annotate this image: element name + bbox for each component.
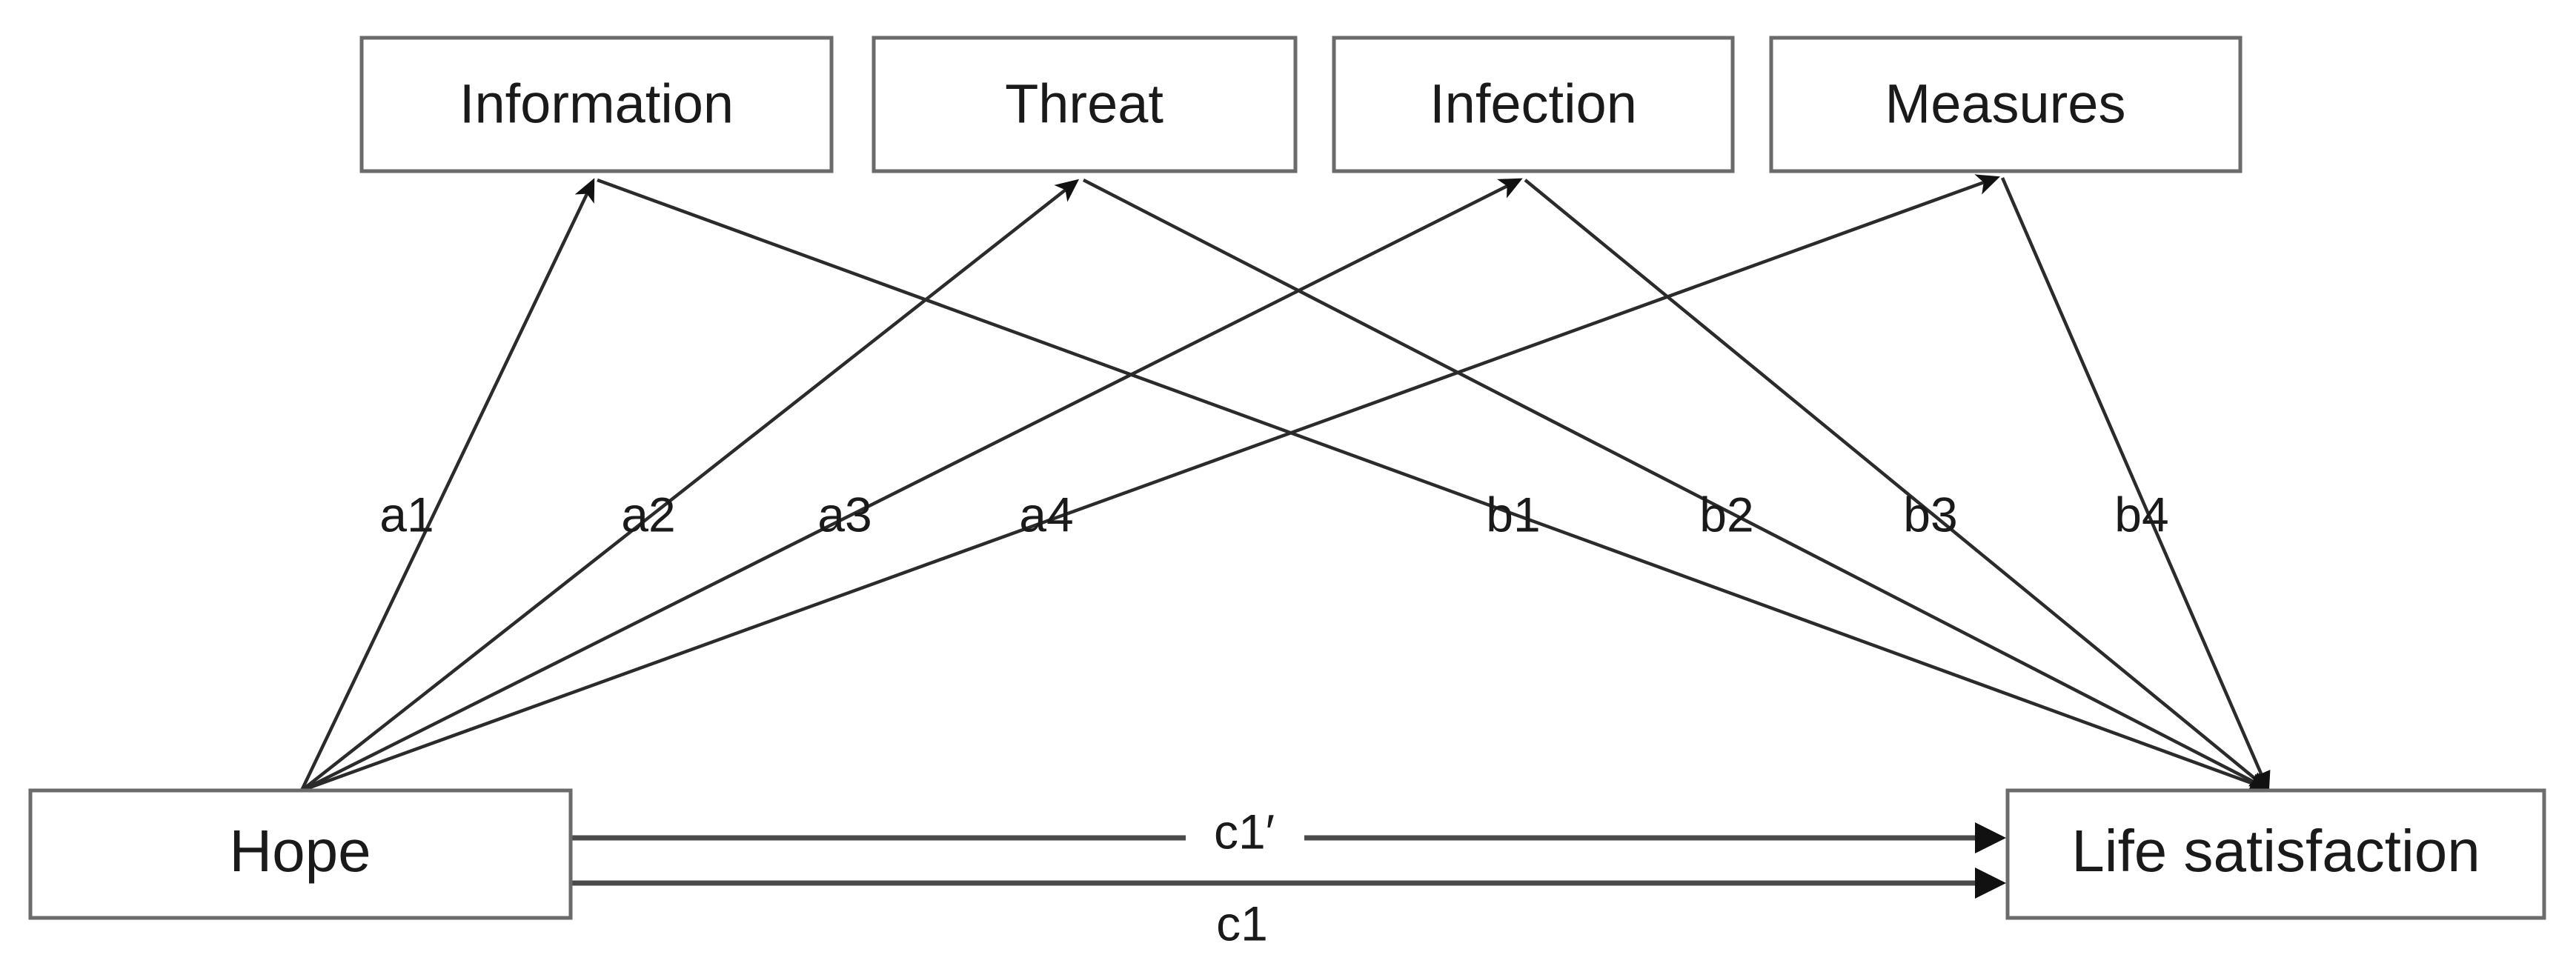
b2-label: b2	[1699, 487, 1753, 542]
measures-box[interactable]	[1769, 36, 2243, 173]
hope-label: Hope	[229, 818, 371, 884]
a-path-label-group: a1 a2 a3 a4	[379, 487, 1073, 542]
b-path-label-group: b1 b2 b3 b4	[1486, 487, 2168, 542]
b1-label: b1	[1486, 487, 1540, 542]
a4-path-line	[301, 174, 2000, 793]
life-satisfaction-label: Life satisfaction	[2071, 818, 2480, 884]
a3-path-line	[300, 178, 1523, 793]
a1-path-line	[299, 178, 595, 791]
b4-path-line	[2000, 177, 2271, 793]
c1-label: c1	[1216, 896, 1268, 950]
b3-label: b3	[1903, 487, 1957, 542]
a1-label: a1	[379, 487, 434, 542]
infection-label: Infection	[1430, 73, 1637, 135]
information-box[interactable]	[359, 36, 834, 173]
a4-label: a4	[1019, 487, 1073, 542]
b1-path-line	[597, 178, 2271, 793]
b2-path-line	[1082, 178, 2271, 791]
life-satisfaction-box[interactable]	[2005, 788, 2546, 920]
a2-path-line	[300, 179, 1080, 792]
a-path-group	[299, 174, 2000, 793]
direct-path-group	[571, 822, 2006, 899]
b-path-group	[597, 177, 2271, 793]
predictor-node-hope[interactable]: Hope	[28, 788, 573, 920]
threat-label: Threat	[1005, 73, 1163, 135]
direct-path-label-group: c1′ c1	[1214, 804, 1275, 950]
threat-box[interactable]	[872, 36, 1298, 173]
mediator-node-measures[interactable]: Measures	[1769, 36, 2243, 173]
b3-path-line	[1524, 179, 2271, 791]
infection-box[interactable]	[1332, 36, 1735, 173]
measures-label: Measures	[1885, 73, 2126, 135]
mediator-node-threat[interactable]: Threat	[872, 36, 1298, 173]
b4-label: b4	[2114, 487, 2168, 542]
mediator-node-infection[interactable]: Infection	[1332, 36, 1735, 173]
hope-box[interactable]	[28, 788, 573, 920]
c1-prime-label: c1′	[1214, 804, 1275, 859]
information-label: Information	[459, 73, 734, 135]
mediator-node-information[interactable]: Information	[359, 36, 834, 173]
outcome-node-life-satisfaction[interactable]: Life satisfaction	[2005, 788, 2546, 920]
a2-label: a2	[621, 487, 675, 542]
a3-label: a3	[817, 487, 872, 542]
